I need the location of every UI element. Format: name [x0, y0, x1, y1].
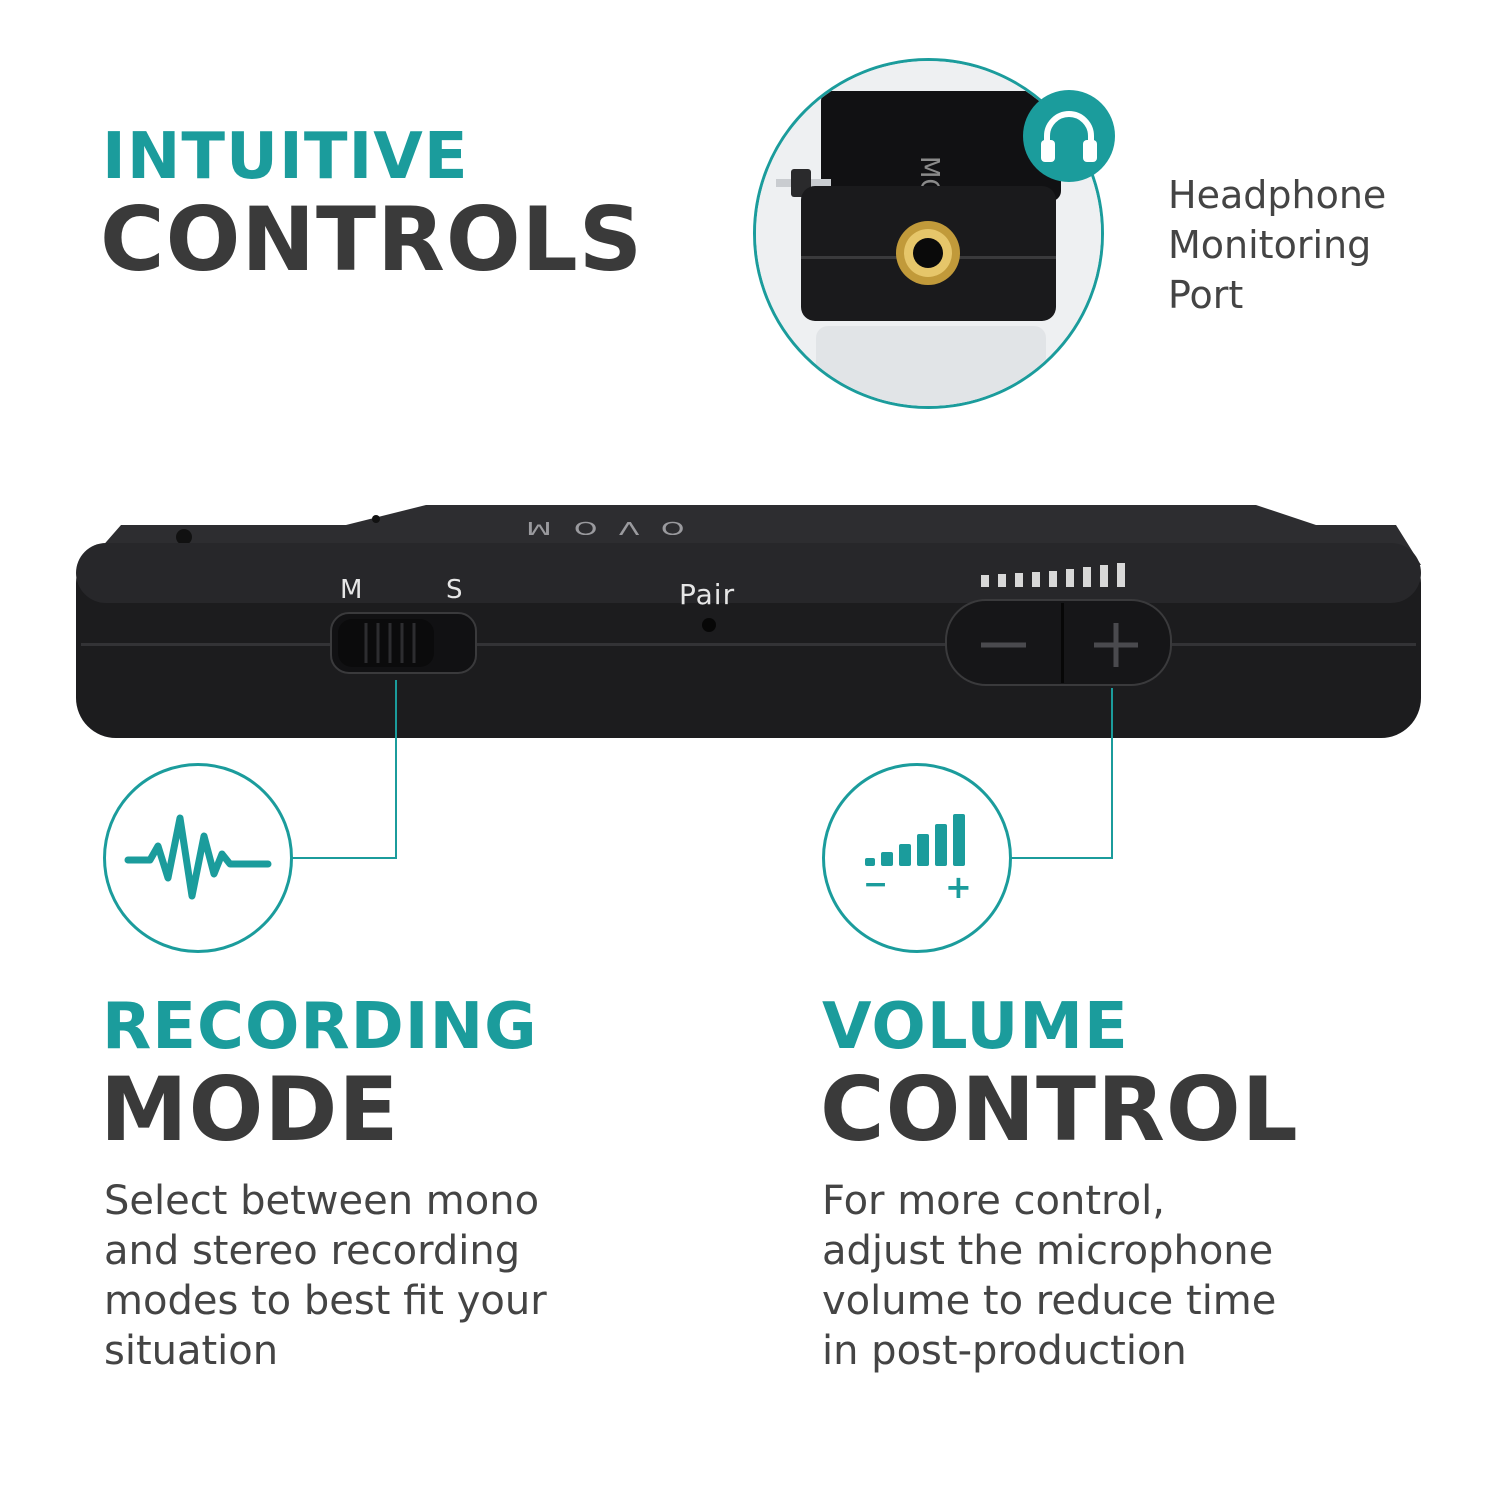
volume-bars-icon-circle: − + — [822, 763, 1012, 953]
volume-minus-glyph: − — [863, 867, 888, 902]
switch-label-mono: M — [340, 575, 363, 605]
description-line: For more control, — [822, 1178, 1165, 1224]
description-line: Select between mono — [104, 1178, 540, 1224]
switch-label-stereo: S — [446, 575, 463, 605]
waveform-icon — [124, 814, 272, 900]
volume-control-description: For more control, adjust the microphone … — [822, 1176, 1462, 1376]
device-brand-text: MOVO — [526, 517, 707, 538]
headphone-port-caption-line: Port — [1168, 273, 1244, 317]
waveform-icon-circle — [103, 763, 293, 953]
description-line: adjust the microphone — [822, 1228, 1274, 1274]
heading-volume: VOLUME — [822, 990, 1129, 1064]
pair-label: Pair — [679, 578, 736, 611]
description-line: situation — [104, 1328, 279, 1374]
description-line: modes to best fit your — [104, 1278, 547, 1324]
headphone-port-caption-line: Monitoring — [1168, 223, 1372, 267]
receiver-device-image: MOVO — [76, 505, 1426, 745]
volume-bars-icon: − + — [863, 814, 972, 906]
heading-mode: MODE — [100, 1058, 400, 1161]
headphones-icon — [1023, 90, 1115, 182]
heading-control: CONTROL — [820, 1058, 1299, 1161]
description-line: and stereo recording — [104, 1228, 521, 1274]
headphone-port-caption: Headphone Monitoring Port — [1168, 170, 1468, 320]
heading-intuitive: INTUITIVE — [102, 120, 469, 194]
volume-plus-glyph: + — [945, 868, 972, 906]
description-line: in post-production — [822, 1328, 1187, 1374]
headphone-port-caption-line: Headphone — [1168, 173, 1387, 217]
heading-controls: CONTROLS — [100, 188, 644, 291]
recording-mode-description: Select between mono and stereo recording… — [104, 1176, 664, 1376]
heading-recording: RECORDING — [102, 990, 538, 1064]
description-line: volume to reduce time — [822, 1278, 1277, 1324]
